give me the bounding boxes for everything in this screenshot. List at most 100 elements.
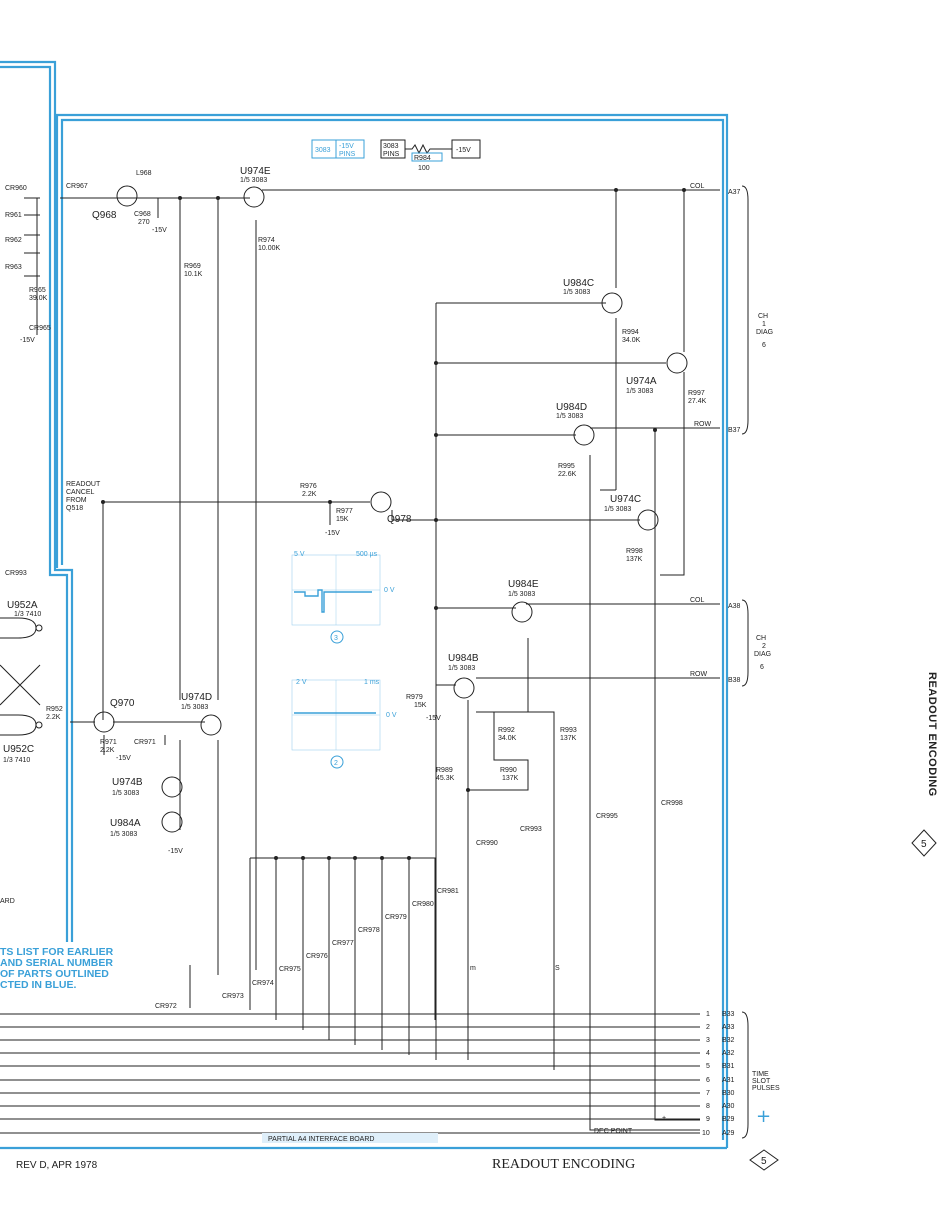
- plus-large: +: [756, 1106, 771, 1127]
- hdr-b-val: 100: [418, 165, 430, 172]
- wf2-ref: 0 V: [386, 712, 397, 719]
- u984c-name: U984C: [563, 278, 594, 289]
- cr980: CR980: [412, 901, 434, 908]
- supply-r971: -15V: [116, 755, 131, 762]
- u974a-name: U974A: [626, 376, 657, 387]
- ch1-b: 1: [762, 321, 766, 328]
- a38: A38: [728, 603, 741, 610]
- r977: R977: [336, 508, 353, 515]
- u974d-name: U974D: [181, 692, 212, 703]
- header-box-b: 3083 PINS R984 100 -15V: [380, 139, 481, 172]
- cr979: CR979: [385, 914, 407, 921]
- note-4: CTED IN BLUE.: [0, 979, 77, 991]
- u974c-name: U974C: [610, 494, 641, 505]
- r976-val: 2.2K: [302, 491, 317, 498]
- r952-val: 2.2K: [46, 714, 61, 721]
- u952a-part: 1/3 7410: [14, 611, 41, 618]
- r990: R990: [500, 767, 517, 774]
- hdr-a-rb: PINS: [339, 151, 356, 158]
- q968: Q968: [92, 210, 117, 221]
- wf3-time: 500 µs: [356, 551, 378, 558]
- plus-small: +: [662, 1115, 666, 1122]
- r974-val: 10.00K: [258, 245, 281, 252]
- footer-ref: 5: [761, 1156, 767, 1167]
- u984e-name: U984E: [508, 579, 539, 590]
- c968: C968: [134, 211, 151, 218]
- r994-val: 34.0K: [622, 337, 641, 344]
- u984e-part: 1/5 3083: [508, 591, 535, 598]
- ts-a: TIME: [752, 1071, 769, 1078]
- wf2-volts: 2 V: [296, 679, 307, 686]
- row1: ROW: [694, 421, 712, 428]
- board-label-bg: [262, 1133, 438, 1143]
- r961: R961: [5, 212, 22, 219]
- revision: REV D, APR 1978: [16, 1160, 98, 1171]
- cr995: CR995: [596, 813, 618, 820]
- bus-s: S: [555, 965, 560, 972]
- q978: Q978: [387, 514, 412, 525]
- readout-2: CANCEL: [66, 489, 95, 496]
- r995-val: 22.6K: [558, 471, 577, 478]
- r974: R974: [258, 237, 275, 244]
- u984a-name: U984A: [110, 818, 141, 829]
- note-2: AND SERIAL NUMBER: [0, 957, 113, 969]
- board-outline: [0, 60, 729, 1150]
- r992: R992: [498, 727, 515, 734]
- p10-pin: A29: [722, 1130, 735, 1137]
- r979-val: 15K: [414, 702, 427, 709]
- p10-n: 10: [702, 1130, 710, 1137]
- p8-pin: A30: [722, 1103, 735, 1110]
- u984d-name: U984D: [556, 402, 587, 413]
- ch1-c: DIAG: [756, 329, 773, 336]
- side-ref-diamond: [911, 829, 937, 857]
- footer-title: READOUT ENCODING: [492, 1157, 635, 1172]
- note-3: OF PARTS OUTLINED: [0, 968, 109, 980]
- ts-c: PULSES: [752, 1085, 780, 1092]
- ch2-ref: 6: [760, 664, 764, 671]
- u974e-name: U974E: [240, 166, 271, 177]
- wf3-id: 3: [334, 635, 338, 642]
- wf3-ref: 0 V: [384, 587, 395, 594]
- hdr-b-lt: 3083: [383, 143, 399, 150]
- r969: R969: [184, 263, 201, 270]
- r998-val: 137K: [626, 556, 643, 563]
- p1-n: 1: [706, 1011, 710, 1018]
- r997-val: 27.4K: [688, 398, 707, 405]
- hdr-a-rt: -15V: [339, 143, 354, 150]
- blue-note: TS LIST FOR EARLIER AND SERIAL NUMBER OF…: [0, 898, 114, 991]
- left-partial: ARD: [0, 898, 15, 905]
- ch2-a: CH: [756, 635, 766, 642]
- waveform-2: 2 V 1 ms 0 V 2: [291, 679, 397, 769]
- p2-n: 2: [706, 1024, 710, 1031]
- u952a-name: U952A: [7, 600, 38, 611]
- p8-n: 8: [706, 1103, 710, 1110]
- ch2-c: DIAG: [754, 651, 771, 658]
- cr973: CR973: [222, 993, 244, 1000]
- p6-pin: A31: [722, 1077, 735, 1084]
- dec-point: DEC POINT: [594, 1128, 633, 1135]
- u952c-name: U952C: [3, 744, 34, 755]
- r979: R979: [406, 694, 423, 701]
- p7-n: 7: [706, 1090, 710, 1097]
- r993: R993: [560, 727, 577, 734]
- u974e-part: 1/5 3083: [240, 177, 267, 184]
- side-title: READOUT ENCODING: [926, 672, 938, 797]
- p2-pin: A33: [722, 1024, 735, 1031]
- supply-r979: -15V: [426, 715, 441, 722]
- u974d-part: 1/5 3083: [181, 704, 208, 711]
- col2: COL: [690, 597, 705, 604]
- a37: A37: [728, 189, 741, 196]
- cr977: CR977: [332, 940, 354, 947]
- u984d-part: 1/5 3083: [556, 413, 583, 420]
- r969-val: 10.1K: [184, 271, 203, 278]
- note-1: TS LIST FOR EARLIER: [0, 946, 114, 958]
- u984c-part: 1/5 3083: [563, 289, 590, 296]
- supply-c968: -15V: [152, 227, 167, 234]
- side-ref: 5: [921, 839, 927, 850]
- cr965: CR965: [29, 325, 51, 332]
- wf3-volts: 5 V: [294, 551, 305, 558]
- readout-4: Q518: [66, 505, 83, 512]
- p3-pin: B32: [722, 1037, 735, 1044]
- supply-r977: -15V: [325, 530, 340, 537]
- r992-val: 34.0K: [498, 735, 517, 742]
